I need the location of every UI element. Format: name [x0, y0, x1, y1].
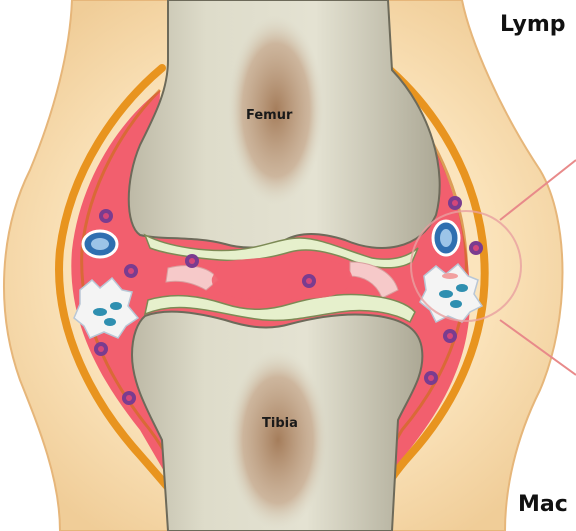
tibia-label: Tibia: [262, 416, 298, 431]
lymphocyte: [83, 231, 117, 257]
lymphocyte: [433, 221, 459, 255]
inflammatory-cell: [302, 274, 316, 288]
inflammatory-cell: [443, 329, 457, 343]
inflammatory-cell: [424, 371, 438, 385]
macrophage-callout-label: Mac: [518, 492, 568, 517]
inflammatory-cell: [94, 342, 108, 356]
femur-label: Femur: [246, 108, 292, 123]
synovial-fluid: [212, 257, 352, 299]
lymphocyte-callout-label: Lymp: [500, 12, 566, 37]
inflammatory-cell: [469, 241, 483, 255]
inflammatory-cell: [122, 391, 136, 405]
tibia-marrow: [228, 350, 328, 530]
inflammatory-cell: [124, 264, 138, 278]
inflammatory-cell: [185, 254, 199, 268]
inflammatory-cell: [99, 209, 113, 223]
inflammatory-cell: [448, 196, 462, 210]
